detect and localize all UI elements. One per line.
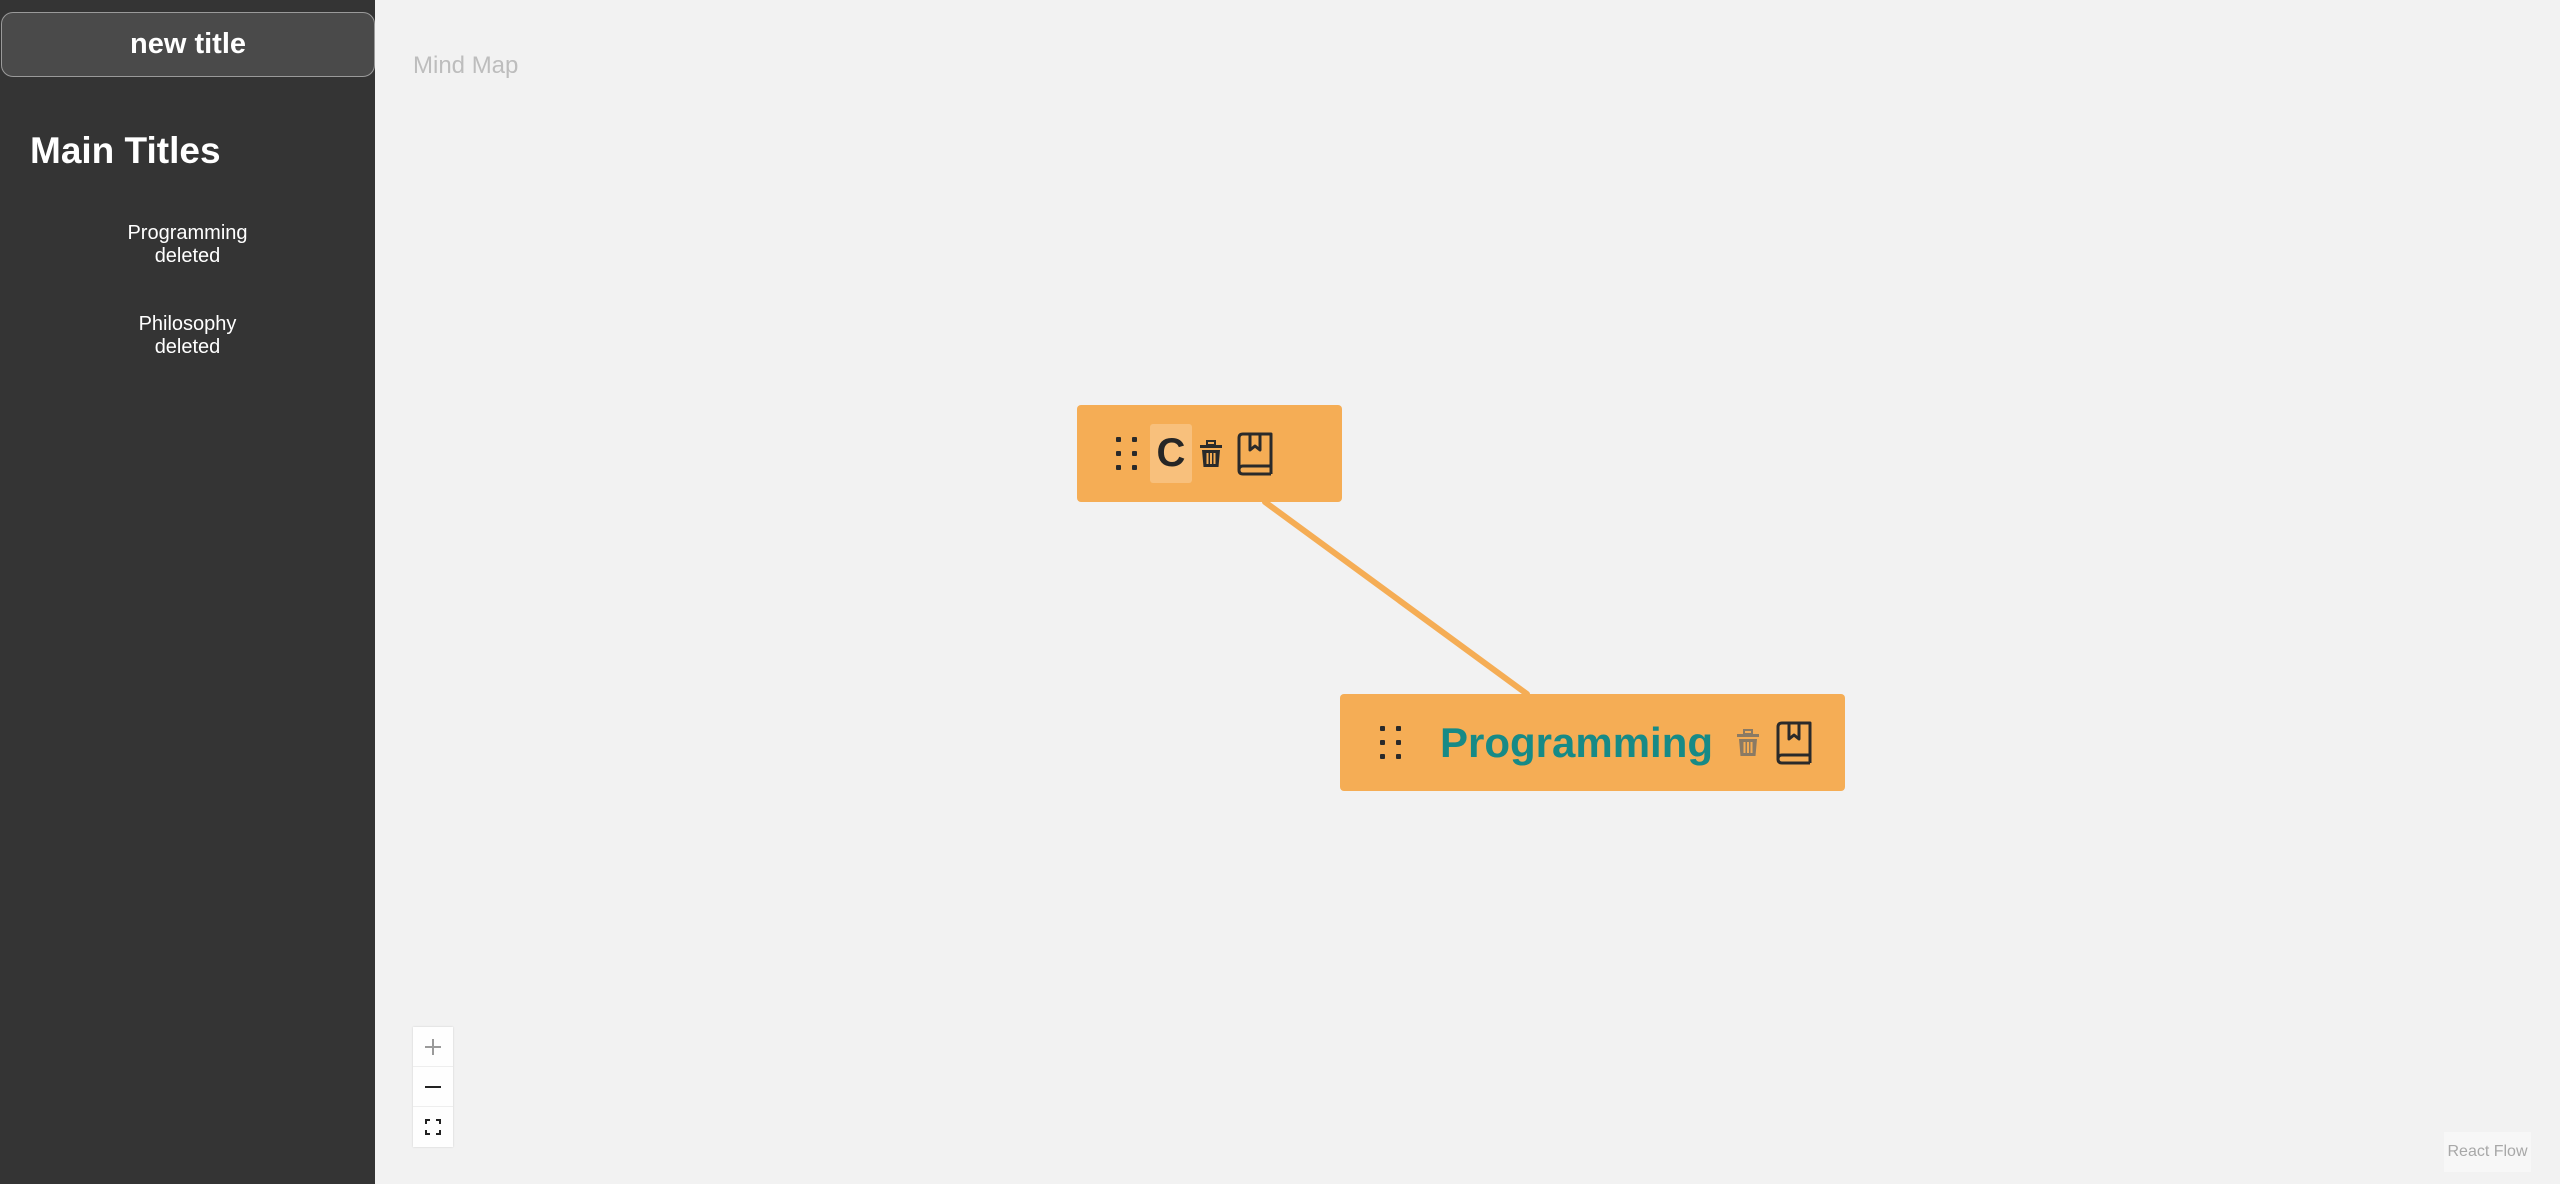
- node-c[interactable]: C: [1077, 405, 1342, 502]
- drag-handle-icon[interactable]: [1380, 723, 1402, 763]
- plus-icon: [425, 1038, 441, 1055]
- book-bookmark-icon[interactable]: [1236, 432, 1274, 476]
- zoom-in-button[interactable]: [413, 1027, 453, 1067]
- fit-view-icon: [425, 1119, 441, 1135]
- title-item-programming[interactable]: Programming deleted: [0, 222, 375, 268]
- node-label[interactable]: Programming: [1440, 718, 1714, 766]
- title-input[interactable]: [1, 12, 375, 77]
- node-programming[interactable]: Programming: [1340, 694, 1845, 791]
- title-item-status: deleted: [154, 336, 221, 358]
- mind-map-canvas[interactable]: Mind Map C: [375, 0, 2560, 1184]
- minus-icon: [425, 1085, 441, 1088]
- fit-view-button[interactable]: [413, 1107, 453, 1147]
- main-titles-heading: Main Titles: [30, 130, 221, 171]
- book-bookmark-icon[interactable]: [1775, 721, 1813, 765]
- mind-map-label: Mind Map: [413, 52, 519, 79]
- title-item-name: Philosophy: [138, 313, 237, 335]
- trash-icon[interactable]: [1737, 728, 1760, 757]
- edges-layer: [1262, 499, 1530, 697]
- sidebar: Main Titles Programming deleted Philosop…: [0, 0, 375, 1184]
- edge-c-programming[interactable]: [1262, 499, 1530, 697]
- trash-icon[interactable]: [1200, 439, 1222, 468]
- drag-handle-icon[interactable]: [1116, 434, 1138, 474]
- main-titles-list: Programming deleted Philosophy deleted: [0, 222, 375, 404]
- flow-controls: [413, 1027, 453, 1147]
- zoom-out-button[interactable]: [413, 1067, 453, 1107]
- title-item-status: deleted: [154, 245, 221, 267]
- title-item-name: Programming: [127, 222, 248, 244]
- react-flow-attribution[interactable]: React Flow: [2444, 1132, 2531, 1172]
- node-label[interactable]: C: [1150, 424, 1192, 483]
- title-item-philosophy[interactable]: Philosophy deleted: [0, 313, 375, 359]
